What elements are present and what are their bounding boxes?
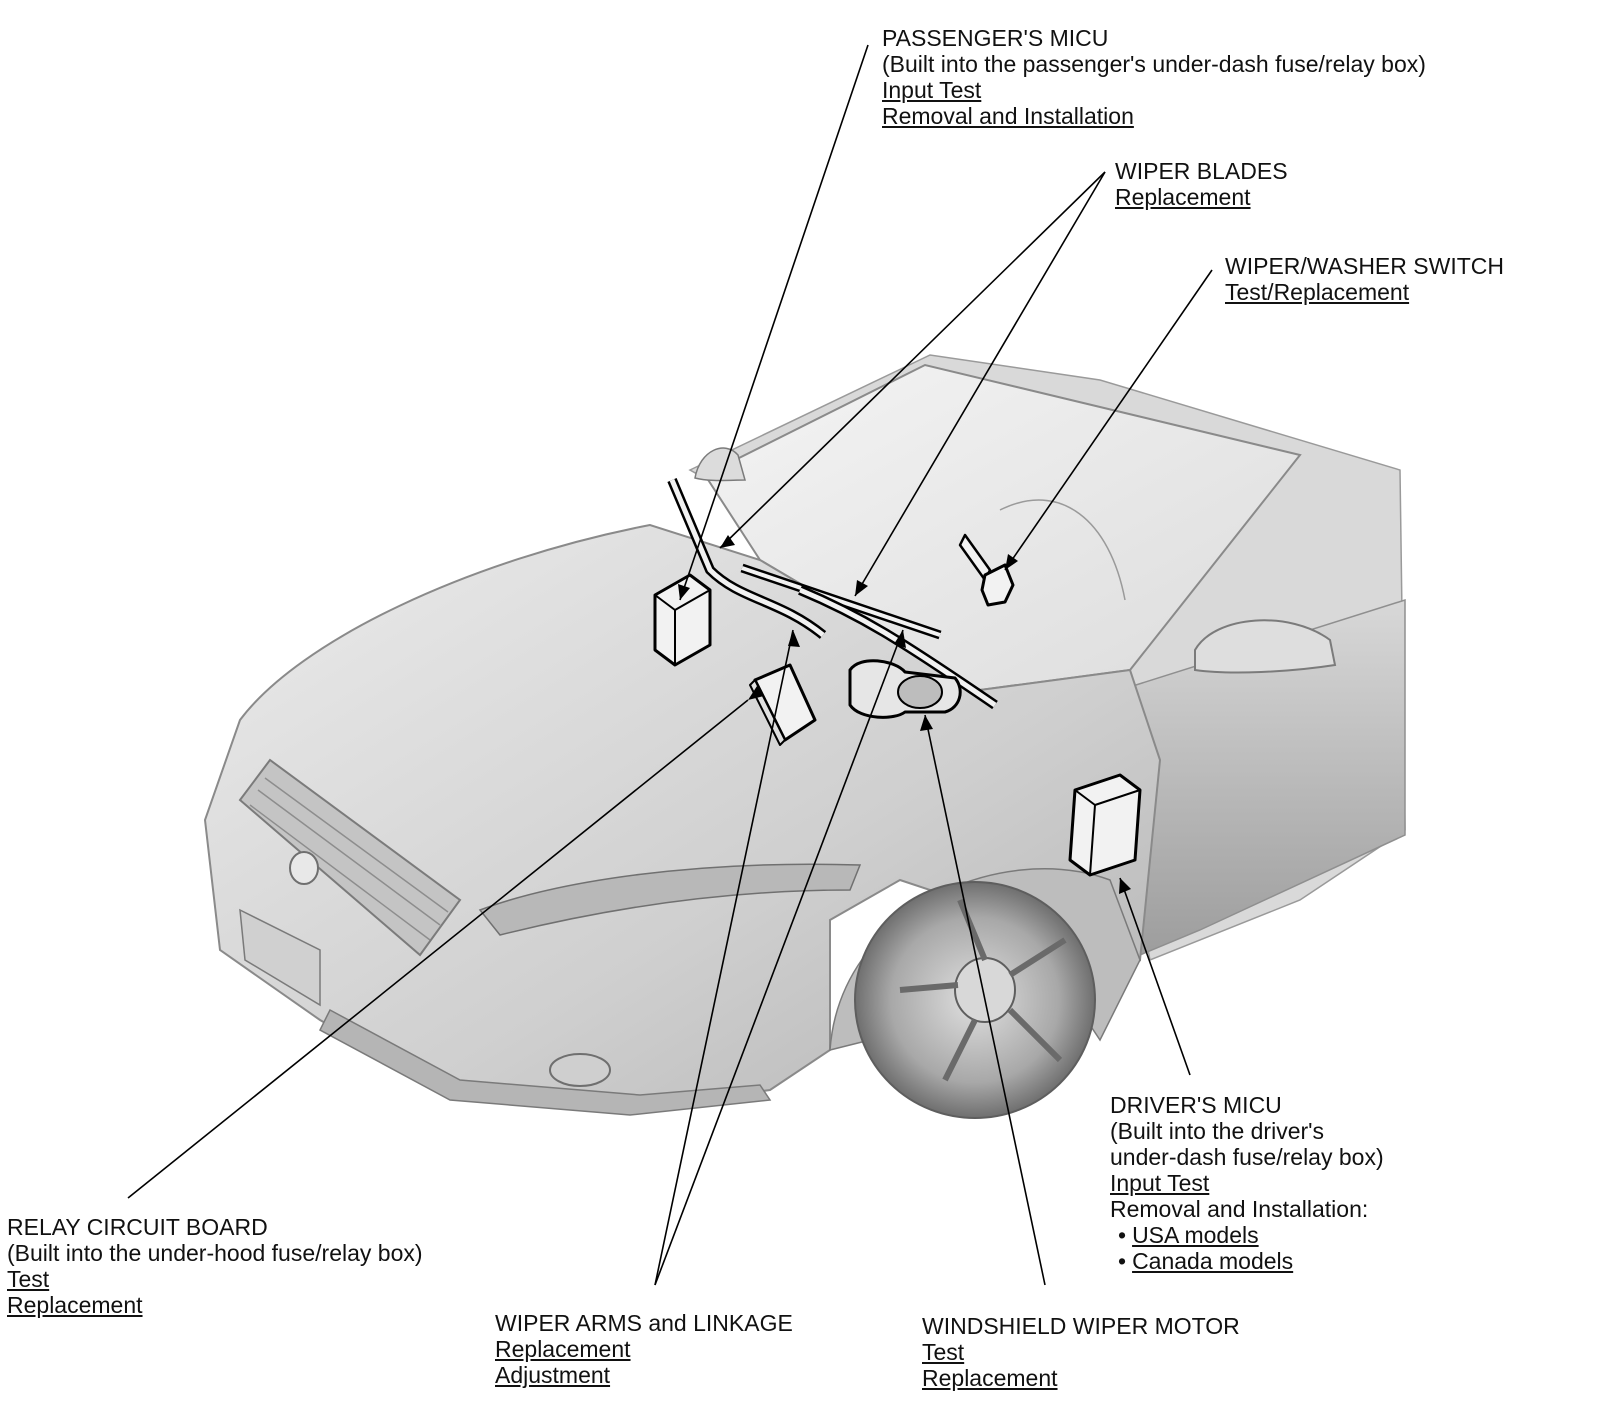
wiper-blades-replacement-link[interactable]: Replacement — [1115, 184, 1251, 210]
wiper-washer-switch-title: WIPER/WASHER SWITCH — [1225, 253, 1504, 279]
wiper-arms-linkage-title: WIPER ARMS and LINKAGE — [495, 1310, 793, 1336]
relay-circuit-board-title: RELAY CIRCUIT BOARD — [7, 1214, 423, 1240]
callout-wiper-blades: WIPER BLADES Replacement — [1115, 158, 1288, 210]
callout-relay-circuit-board: RELAY CIRCUIT BOARD (Built into the unde… — [7, 1214, 423, 1318]
callout-windshield-wiper-motor: WINDSHIELD WIPER MOTOR Test Replacement — [922, 1313, 1240, 1391]
windshield-wiper-motor-title: WINDSHIELD WIPER MOTOR — [922, 1313, 1240, 1339]
drivers-micu-title: DRIVER'S MICU — [1110, 1092, 1384, 1118]
wiper-motor-test-link[interactable]: Test — [922, 1339, 964, 1365]
drivers-micu-usa-models-link[interactable]: USA models — [1132, 1222, 1259, 1248]
wheel-hub — [955, 958, 1015, 1022]
relay-circuit-board-replacement-link[interactable]: Replacement — [7, 1292, 143, 1318]
wiper-blades-title: WIPER BLADES — [1115, 158, 1288, 184]
drivers-micu-subtitle-2: under-dash fuse/relay box) — [1110, 1144, 1384, 1170]
bullet-dot: • — [1118, 1248, 1126, 1274]
wiper-arms-adjustment-link[interactable]: Adjustment — [495, 1362, 610, 1388]
fog-light — [550, 1054, 610, 1086]
wiper-washer-switch-test-link[interactable]: Test/Replacement — [1225, 279, 1409, 305]
callout-wiper-washer-switch: WIPER/WASHER SWITCH Test/Replacement — [1225, 253, 1504, 305]
relay-circuit-board-test-link[interactable]: Test — [7, 1266, 49, 1292]
wiper-motor-replacement-link[interactable]: Replacement — [922, 1365, 1058, 1391]
passengers-micu-input-test-link[interactable]: Input Test — [882, 77, 981, 103]
drivers-micu-removal-label: Removal and Installation: — [1110, 1196, 1384, 1222]
drivers-micu-subtitle-1: (Built into the driver's — [1110, 1118, 1384, 1144]
callout-passengers-micu: PASSENGER'S MICU (Built into the passeng… — [882, 25, 1426, 129]
wiper-arms-replacement-link[interactable]: Replacement — [495, 1336, 631, 1362]
emblem — [290, 852, 318, 884]
passengers-micu-title: PASSENGER'S MICU — [882, 25, 1426, 51]
drivers-micu-bullet-canada: •Canada models — [1110, 1248, 1384, 1274]
passengers-micu-removal-link[interactable]: Removal and Installation — [882, 103, 1134, 129]
drivers-micu-input-test-link[interactable]: Input Test — [1110, 1170, 1209, 1196]
drivers-micu-bullet-usa: •USA models — [1110, 1222, 1384, 1248]
callout-wiper-arms-linkage: WIPER ARMS and LINKAGE Replacement Adjus… — [495, 1310, 793, 1388]
relay-circuit-board-subtitle: (Built into the under-hood fuse/relay bo… — [7, 1240, 423, 1266]
passengers-micu-subtitle: (Built into the passenger's under-dash f… — [882, 51, 1426, 77]
drivers-micu-canada-models-link[interactable]: Canada models — [1132, 1248, 1293, 1274]
bullet-dot: • — [1118, 1222, 1126, 1248]
car-body — [205, 355, 1405, 1118]
callout-drivers-micu: DRIVER'S MICU (Built into the driver's u… — [1110, 1092, 1384, 1274]
drivers-micu-box — [1070, 775, 1140, 875]
